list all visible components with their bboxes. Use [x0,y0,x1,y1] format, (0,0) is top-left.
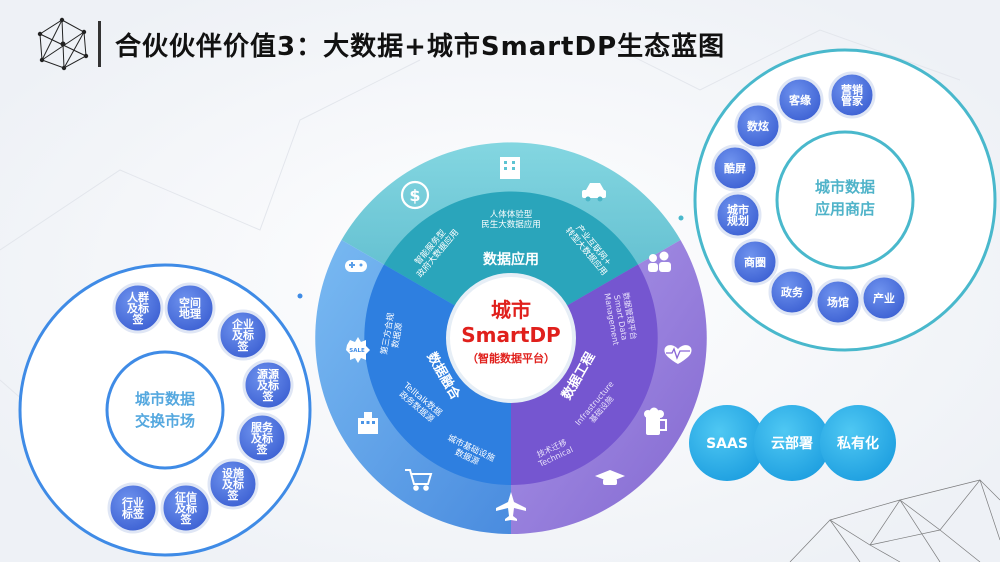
app-bubble-4: 城市规划 [714,191,762,239]
exchange-bubble-1-label: 空间地理 [179,296,201,321]
gamepad-icon [345,260,367,272]
center-title-city: 城市 [491,298,531,322]
building-icon [500,157,520,179]
app-bubble-5-label: 商圈 [744,255,766,269]
exchange-bubble-5: 设施及标签 [207,458,259,510]
exchange-bubble-4: 服务及标签 [236,412,288,464]
app-bubble-2: 数炫 [734,102,782,150]
app-bubble-8: 产业 [860,274,908,322]
private-deployment-label: 私有化 [837,435,879,452]
svg-text:$: $ [409,186,420,205]
exchange-bubble-6-label: 征信及标签 [175,490,197,526]
app-bubble-0-label: 营销管家 [841,83,864,108]
app-bubble-1: 客缘 [776,76,824,124]
exchange-bubble-2: 企业及标签 [217,309,269,361]
exchange-bubble-3-label: 源源及标签 [257,367,279,403]
svg-text:SALE: SALE [349,348,365,354]
exchange-bubble-2-label: 企业及标签 [231,317,254,353]
saas-bubble: SAAS [689,405,765,481]
cloud-deployment-bubble: 云部署 [754,405,830,481]
exchange-bubble-3: 源源及标签 [242,359,294,411]
smartdp-wheel: 城市 SmartDP （智能数据平台） 数据应用 数据融合 数据工程 智能服务型… [315,142,707,534]
beer-icon [644,407,667,435]
center-circle [446,273,576,403]
exchange-market-title-2: 交换市场 [135,412,195,430]
exchange-bubble-0-label: 人群及标签 [127,290,149,326]
app-bubble-3: 酷屏 [711,144,759,192]
deployment-options: SAAS 云部署 私有化 [689,405,896,481]
exchange-bubble-4-label: 服务及标签 [251,420,274,456]
exchange-market-panel: 城市数据 交换市场 人群及标签 空间地理企业及标签源源及标签服务及标签设施及标签征… [18,263,312,557]
connector-dot [297,293,303,299]
graduation-icon [595,470,625,485]
exchange-bubble-0: 人群及标签 [112,282,164,334]
app-store-title-1: 城市数据 [815,178,875,196]
inner-sector-application [384,191,638,338]
triangle-mesh-decoration [789,479,1000,562]
label-data-application: 数据应用 [483,251,539,268]
app-bubble-4-label: 城市规划 [727,203,749,228]
exchange-market-title-1: 城市数据 [135,390,195,408]
app-bubble-8-label: 产业 [873,291,895,305]
people-icon [648,251,671,272]
dollar-icon: $ [400,180,430,210]
exchange-bubble-6: 征信及标签 [160,482,212,534]
app-store-title-2: 应用商店 [815,200,875,218]
app-bubble-2-label: 数炫 [747,119,769,133]
cart-icon [405,469,433,491]
page-title: 合伙伙伴价值3：大数据+城市SmartDP生态蓝图 [115,31,726,62]
app-bubble-3-label: 酷屏 [724,161,746,175]
private-deployment-bubble: 私有化 [820,405,896,481]
app-bubble-5: 商圈 [731,238,779,286]
cloud-deployment-label: 云部署 [771,435,813,452]
title-divider [98,21,101,67]
app-bubble-6: 政务 [768,268,816,316]
exchange-bubble-7-label: 行业标签 [121,496,145,521]
app-bubble-0: 营销管家 [828,71,876,119]
application-item-people: 人体体验型民生大数据应用 [481,209,541,230]
exchange-bubble-1: 空间地理 [164,282,216,334]
app-bubble-7: 场馆 [814,278,862,326]
app-bubble-6-label: 政务 [781,285,804,299]
exchange-bubble-5-label: 设施及标签 [222,466,244,502]
center-subtitle: （智能数据平台） [467,351,555,365]
app-bubble-7-label: 场馆 [827,295,849,309]
header: 合伙伙伴价值3：大数据+城市SmartDP生态蓝图 [34,14,725,74]
exchange-bubble-7: 行业标签 [107,482,159,534]
saas-label: SAAS [706,436,748,452]
app-bubble-1-label: 客缘 [788,93,811,107]
network-logo-icon [37,17,89,71]
heart-icon [664,345,692,364]
hotel-icon [358,412,378,434]
sale-icon: SALE [346,337,370,363]
connector-dot [678,215,684,221]
car-icon [582,183,606,202]
airplane-icon [496,492,526,521]
center-title-smartdp: SmartDP [461,323,560,347]
